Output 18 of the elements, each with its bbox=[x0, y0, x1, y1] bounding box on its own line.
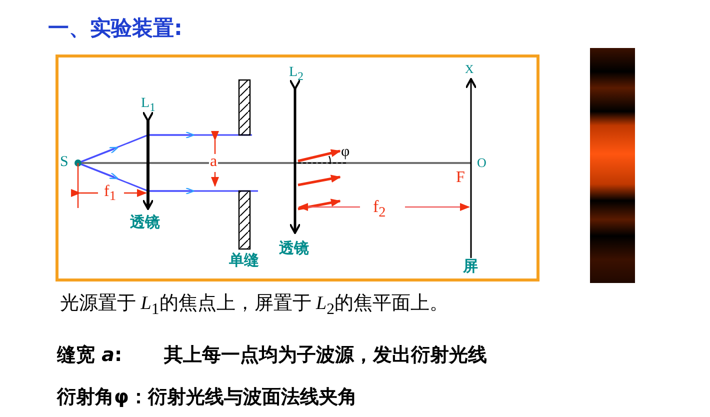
axis-label: X bbox=[465, 63, 474, 75]
part-label: 单缝 bbox=[229, 253, 259, 268]
angle-label: φ bbox=[341, 145, 350, 160]
description-text: 光源置于 L$_{1}$的焦点上，屏置于 L$_{2}$的焦平面上。 bbox=[60, 294, 448, 318]
section-title: 一、实验装置: bbox=[48, 15, 182, 42]
dimension-label: f$_{2}$ bbox=[373, 198, 386, 220]
part-label: 透镜 bbox=[279, 241, 309, 256]
point-label: F bbox=[456, 170, 465, 186]
dimension-label: f$_{1}$ bbox=[104, 184, 116, 203]
term-label: 缝宽 a: bbox=[57, 346, 122, 365]
description-text: 衍射角φ：衍射光线与波面法线夹角 bbox=[57, 388, 357, 407]
part-label: 透镜 bbox=[130, 215, 160, 230]
lens-label: L$_{2}$ bbox=[289, 66, 304, 82]
description-text: 其上每一点均为子波源，发出衍射光线 bbox=[164, 346, 487, 365]
lens-label: L$_{1}$ bbox=[141, 97, 156, 114]
part-label: 屏 bbox=[463, 259, 478, 274]
point-label: O bbox=[477, 156, 486, 169]
source-label: S bbox=[60, 155, 68, 170]
